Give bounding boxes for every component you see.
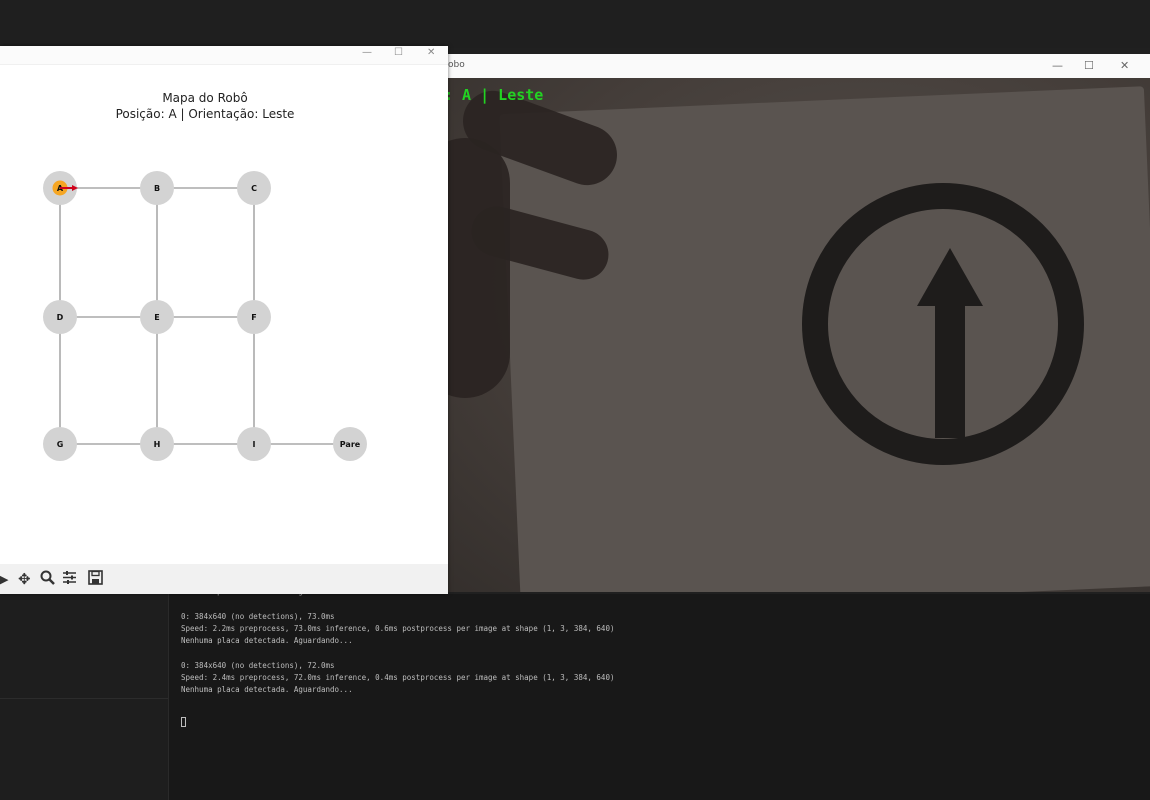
camera-window[interactable]: : A | Leste obo — ☐ ✕ bbox=[440, 54, 1150, 592]
graph-node-F bbox=[237, 300, 271, 334]
forward-icon[interactable]: ▶ bbox=[0, 570, 9, 588]
graph-node-H bbox=[140, 427, 174, 461]
maximize-button[interactable]: ☐ bbox=[1084, 59, 1094, 72]
save-icon[interactable] bbox=[88, 570, 103, 589]
detection-overlay-text: : A | Leste bbox=[444, 86, 544, 104]
terminal-line: 0: 384x640 (no detections), 72.0ms bbox=[181, 660, 335, 670]
graph-node-G bbox=[43, 427, 77, 461]
minimize-button[interactable]: — bbox=[1052, 59, 1063, 72]
graph-node-E bbox=[140, 300, 174, 334]
terminal-cursor bbox=[181, 717, 186, 727]
graph-node-label: G bbox=[57, 440, 64, 449]
camera-title-bar[interactable]: obo — ☐ ✕ bbox=[440, 54, 1150, 78]
zoom-icon[interactable] bbox=[40, 570, 55, 589]
graph-node-label: B bbox=[154, 184, 160, 193]
terminal-output[interactable]: Nenhuma placa detectada. Aguardando... 0… bbox=[168, 587, 1150, 800]
terminal-line bbox=[181, 647, 614, 659]
graph-node-label: F bbox=[251, 313, 256, 322]
graph-node-D bbox=[43, 300, 77, 334]
graph-node-label: D bbox=[57, 313, 64, 322]
graph-node-label: H bbox=[154, 440, 161, 449]
plot-toolbar: ▶ ✥ bbox=[0, 564, 448, 594]
arrow-sign-icon bbox=[802, 183, 1084, 465]
map-title-bar[interactable]: — ☐ ✕ bbox=[0, 46, 448, 65]
robot-map-graph[interactable]: ABCDEFGHIPare bbox=[0, 46, 448, 546]
panel-divider bbox=[0, 698, 168, 699]
terminal-line: Speed: 2.4ms preprocess, 72.0ms inferenc… bbox=[181, 673, 615, 683]
terminal-line: Nenhuma placa detectada. Aguardando... bbox=[181, 685, 353, 695]
map-subtitle: Posição: A | Orientação: Leste bbox=[115, 107, 295, 121]
terminal-text: Nenhuma placa detectada. Aguardando... 0… bbox=[181, 586, 614, 697]
graph-node-label: Pare bbox=[340, 440, 361, 449]
maximize-button[interactable]: ☐ bbox=[394, 47, 403, 58]
terminal-line: 0: 384x640 (no detections), 73.0ms bbox=[181, 611, 335, 621]
graph-node-I bbox=[237, 427, 271, 461]
configure-icon[interactable] bbox=[62, 570, 77, 589]
map-window[interactable]: — ☐ ✕ Mapa do Robô Posição: A | Orientaç… bbox=[0, 46, 448, 594]
orientation-arrow-icon bbox=[60, 185, 78, 191]
graph-node-C bbox=[237, 171, 271, 205]
camera-feed: : A | Leste bbox=[440, 78, 1150, 592]
hand-palm bbox=[440, 138, 510, 398]
close-button[interactable]: ✕ bbox=[1120, 59, 1130, 72]
close-button[interactable]: ✕ bbox=[427, 47, 436, 58]
terminal-line bbox=[181, 598, 614, 610]
move-icon[interactable]: ✥ bbox=[18, 570, 31, 588]
side-panel bbox=[0, 594, 168, 800]
map-title: Mapa do Robô bbox=[162, 91, 248, 105]
terminal-line: Nenhuma placa detectada. Aguardando... bbox=[181, 636, 353, 646]
minimize-button[interactable]: — bbox=[362, 47, 372, 58]
graph-node-label: C bbox=[251, 184, 257, 193]
graph-node-label: E bbox=[154, 313, 159, 322]
graph-node-B bbox=[140, 171, 174, 205]
desktop-top-bar bbox=[0, 0, 1150, 48]
camera-window-title: obo bbox=[448, 60, 465, 70]
terminal-line: Speed: 2.2ms preprocess, 73.0ms inferenc… bbox=[181, 623, 615, 633]
graph-node-label: I bbox=[253, 440, 256, 449]
graph-node-Pare bbox=[333, 427, 367, 461]
